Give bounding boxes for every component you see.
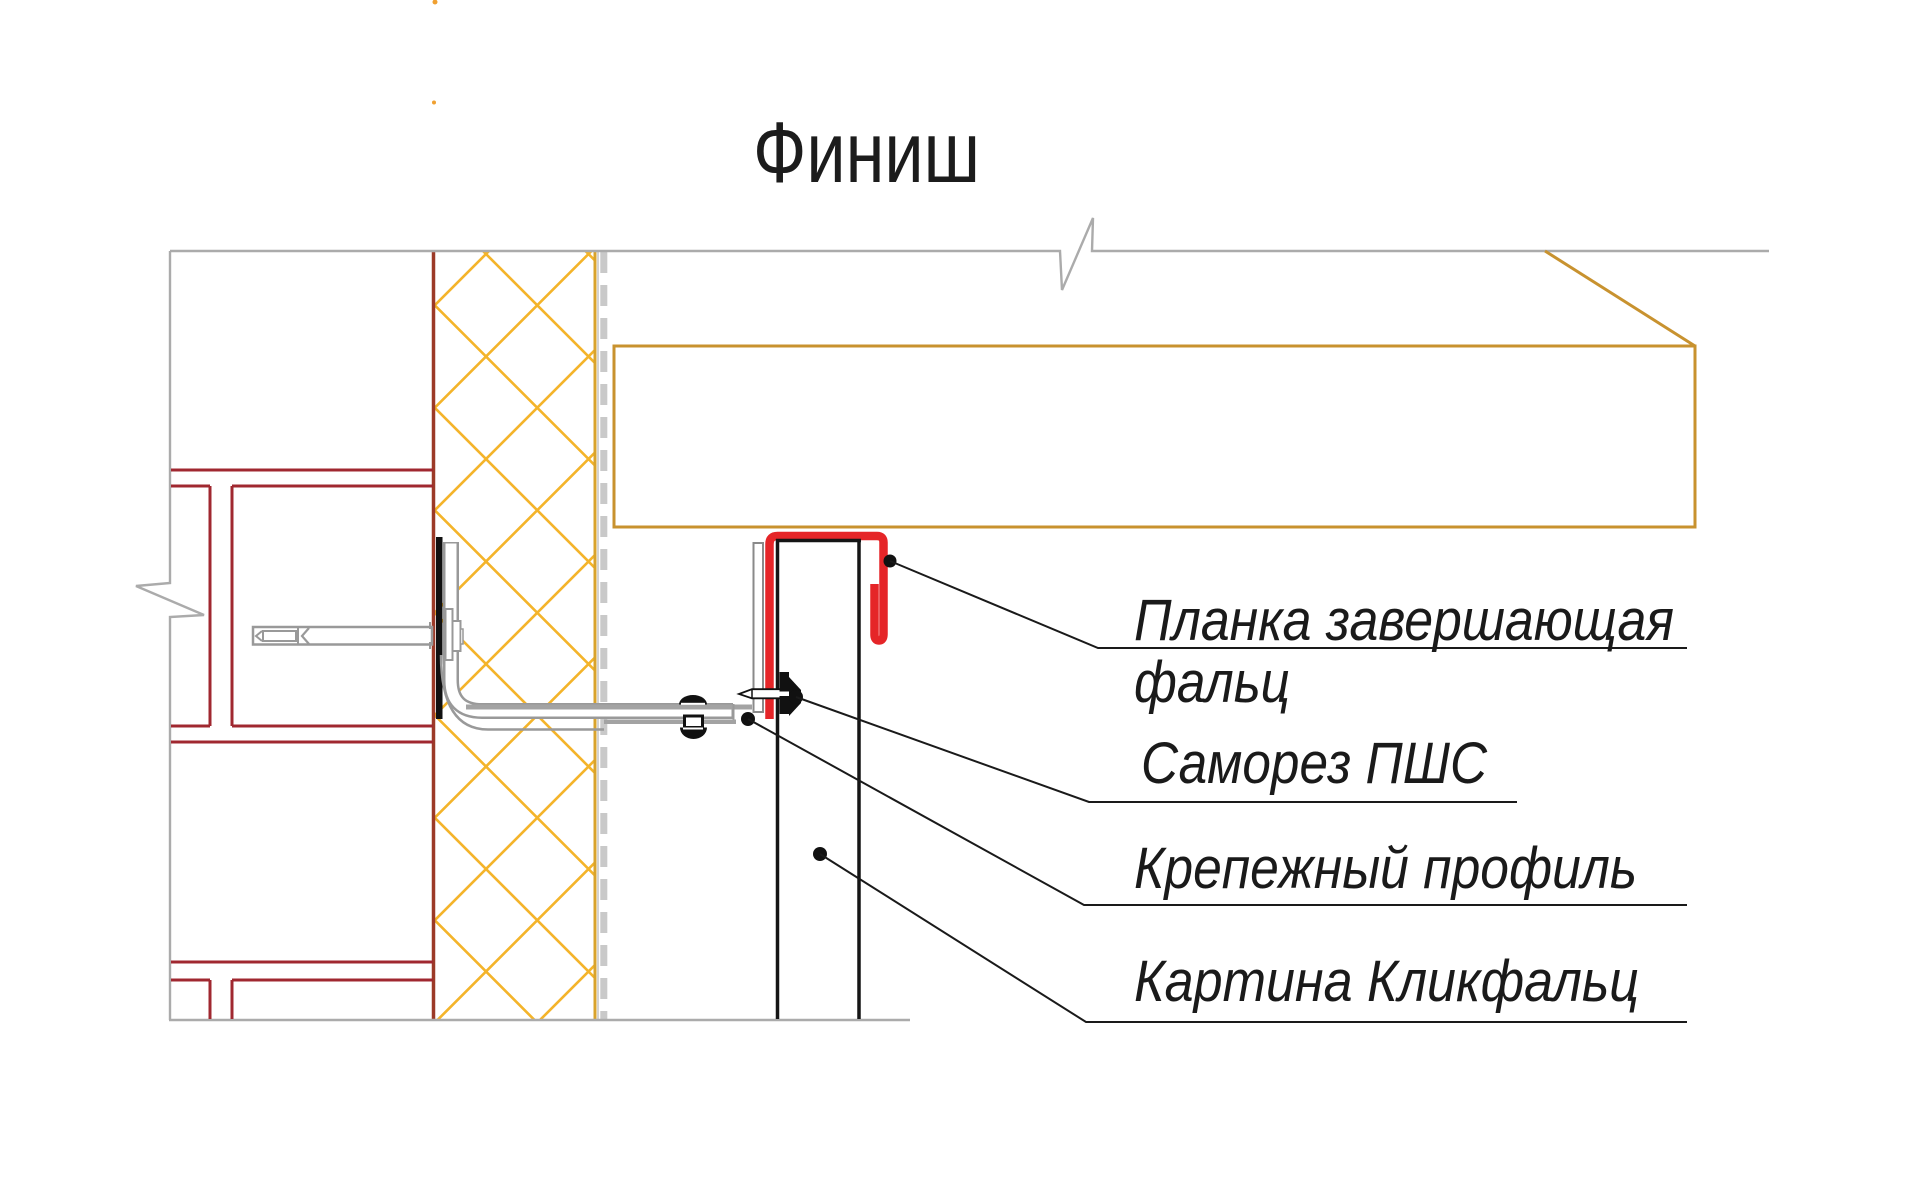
svg-text:Картина Кликфальц: Картина Кликфальц xyxy=(1134,949,1639,1014)
svg-text:фальц: фальц xyxy=(1134,650,1290,715)
svg-text:Финиш: Финиш xyxy=(753,105,980,201)
svg-text:Саморез ПШС: Саморез ПШС xyxy=(1141,731,1488,796)
svg-text:Крепежный профиль: Крепежный профиль xyxy=(1134,836,1637,901)
svg-text:Планка завершающая: Планка завершающая xyxy=(1134,588,1674,653)
